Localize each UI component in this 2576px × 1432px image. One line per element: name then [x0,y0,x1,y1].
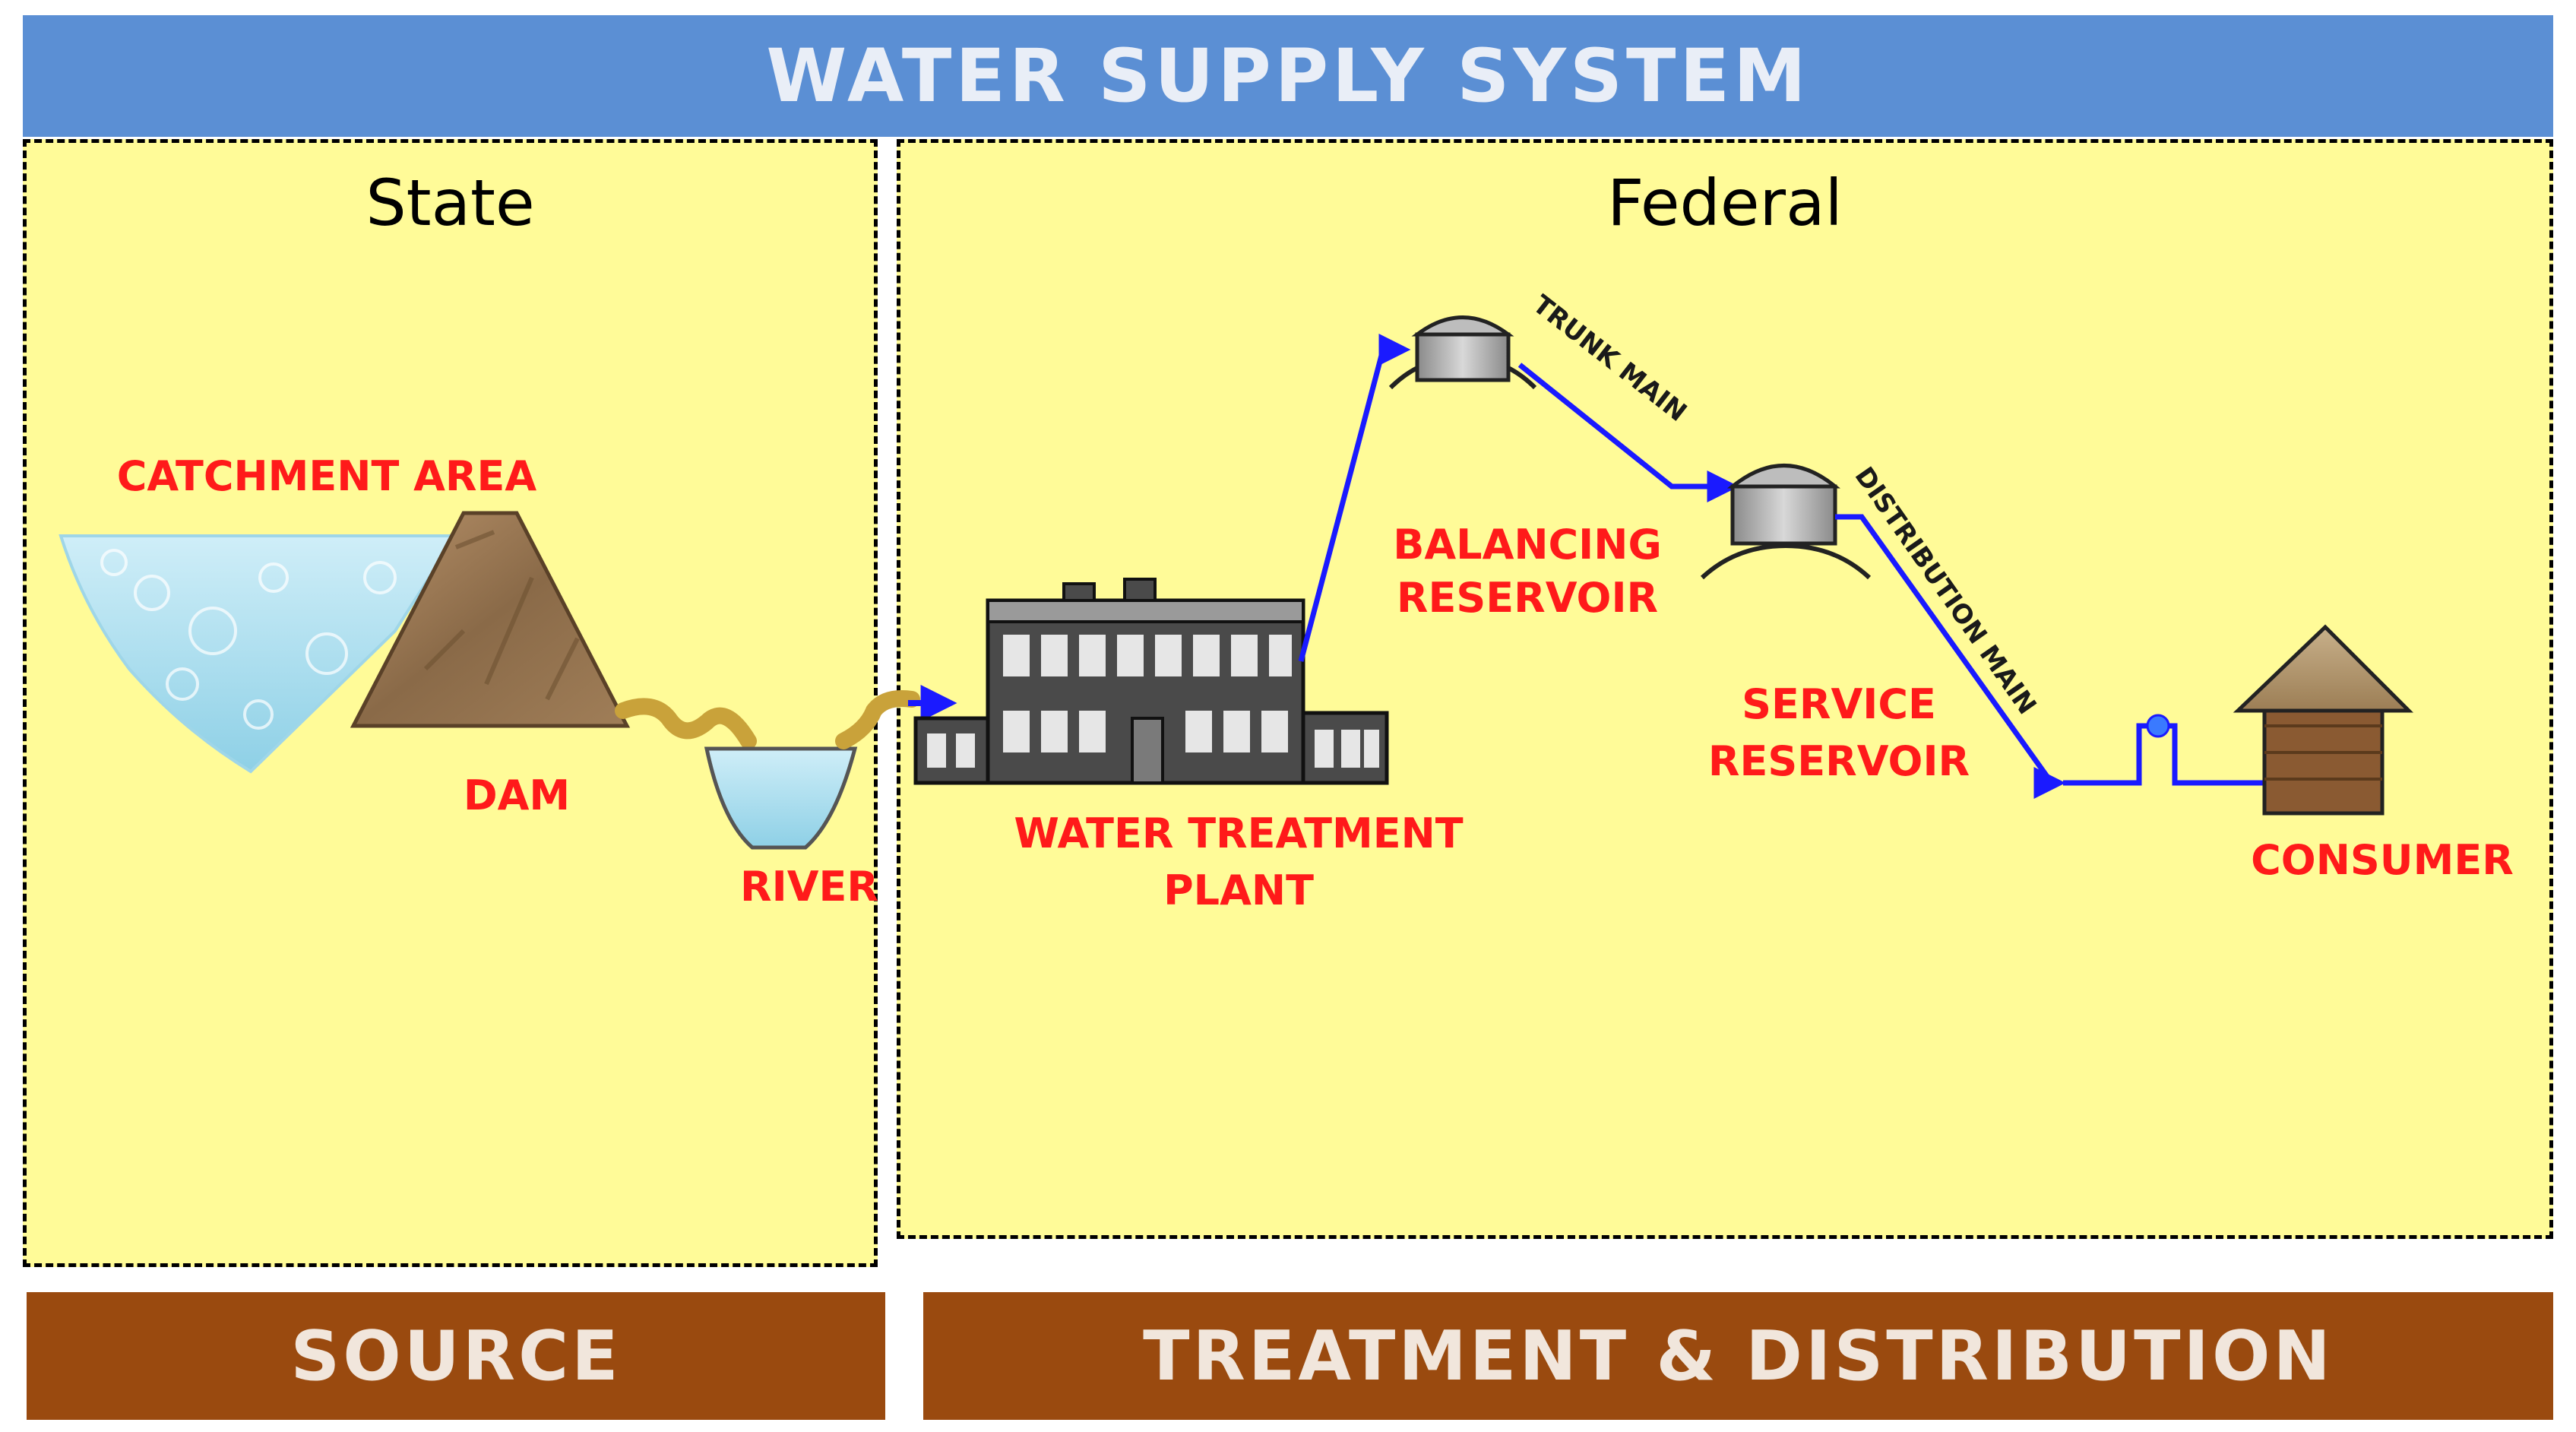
plant-label-line1: WATER TREATMENT [1014,809,1463,857]
distribution-main-pipe [1835,514,2066,799]
balancing-label-line2: RESERVOIR [1397,574,1658,622]
trunk-main-label: TRUNK MAIN [1527,290,1692,428]
trunk-main-pipe [1517,363,1739,502]
service-connection-pipe [2063,714,2268,786]
treatment-distribution-footer-label: TREATMENT & DISTRIBUTION [1143,1316,2334,1396]
plant-label-line2: PLANT [1163,866,1314,914]
service-reservoir-icon [1700,464,1872,580]
balancing-reservoir-icon [1388,315,1537,390]
federal-zone-label: Federal [1607,166,1843,240]
catchment-area-label: CATCHMENT AREA [117,452,537,500]
river-label: RIVER [740,863,878,911]
service-label-line2: RESERVOIR [1708,737,1970,785]
consumer-house-icon [2233,624,2414,816]
source-footer-label: SOURCE [290,1316,622,1396]
river-to-plant-stream [835,690,920,749]
state-zone-label: State [366,166,535,240]
river-basin-icon [704,746,858,850]
balancing-label-line1: BALANCING [1393,521,1662,569]
dam-label: DAM [464,771,570,819]
water-treatment-plant-icon [913,578,1389,785]
consumer-label: CONSUMER [2251,836,2514,884]
diagram-title: WATER SUPPLY SYSTEM [766,33,1810,119]
service-label-line1: SERVICE [1742,680,1936,728]
river-stream [615,698,757,749]
source-footer: SOURCE [27,1292,885,1420]
treatment-distribution-footer: TREATMENT & DISTRIBUTION [923,1292,2553,1420]
catchment-water-icon [59,534,459,774]
pipe-plant-to-balancing [1298,334,1411,662]
dam-icon [350,511,631,728]
title-bar: WATER SUPPLY SYSTEM [23,15,2553,137]
